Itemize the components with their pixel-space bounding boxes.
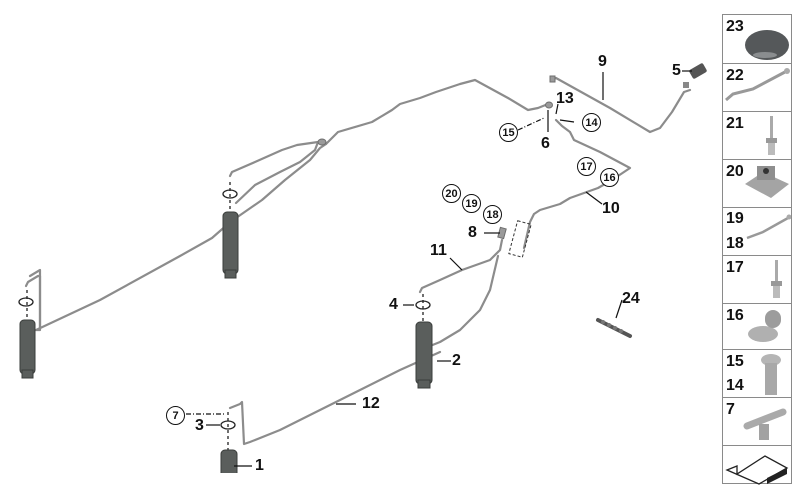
rivet-icon [771,260,782,298]
part-cell-15-14[interactable]: 15 14 [723,350,791,398]
part-number: 20 [726,163,744,180]
part-cell-16[interactable]: 16 [723,304,791,350]
o-ring [18,297,34,307]
pipe-connector [549,75,556,83]
callout-circle-14: 14 [582,113,601,132]
part-cell-19-18[interactable]: 19 18 [723,208,791,256]
part-number: 16 [726,307,744,324]
pipe-connector [545,101,553,109]
callout-1: 1 [255,457,264,474]
pipe-line-12 [228,350,442,446]
callout-11: 11 [430,242,447,259]
pipe-connector-8 [497,226,507,240]
screw-icon [761,354,781,395]
pipe-connector [317,138,327,146]
cap-icon [745,30,789,60]
damper-cylinder-2-icon [415,321,433,389]
part-number: 17 [726,259,744,276]
part-number: 21 [726,115,744,132]
callout-4: 4 [389,296,398,313]
parts-panel: 23 22 21 20 19 18 17 16 15 14 7 [722,14,792,486]
part-cell-17[interactable]: 17 [723,256,791,304]
callout-circle-17: 17 [577,157,596,176]
pipe-clamp-icon [748,310,781,342]
damper-cylinder-icon [19,319,36,379]
callout-circle-18: 18 [483,205,502,224]
t-connector-icon [743,408,787,440]
callout-6: 6 [541,135,550,152]
part-cell-21[interactable]: 21 [723,112,791,160]
part-number: 7 [726,401,735,418]
callout-9: 9 [598,53,607,70]
damper-cylinder-icon [222,211,239,279]
callout-24: 24 [622,290,640,307]
part-number: 19 [726,210,744,227]
connector-5-icon [683,63,707,88]
callout-3: 3 [195,417,204,434]
part-number: 18 [726,235,744,252]
part-cell-7[interactable]: 7 [723,398,791,446]
callout-5: 5 [672,62,681,79]
part-cell-23[interactable]: 23 [723,15,791,64]
callout-2: 2 [452,352,461,369]
nut-clip-icon [745,166,789,198]
callout-circle-7: 7 [166,406,185,425]
callout-13: 13 [556,90,574,107]
cable-tie-icon [725,68,790,102]
callout-circle-15: 15 [499,123,518,142]
callout-circle-19: 19 [462,194,481,213]
part-number: 14 [726,377,744,394]
cable-tie-icon [746,214,791,240]
callout-circle-16: 16 [600,168,619,187]
part-cell-20[interactable]: 20 [723,160,791,208]
rivet-icon [766,116,777,155]
dashed-box [508,220,532,258]
part-number: 22 [726,67,744,84]
part-number: 23 [726,18,744,35]
pipe-line-9 [550,76,692,134]
part-cell-22[interactable]: 22 [723,64,791,112]
callout-8: 8 [468,224,477,241]
part-cell-kit[interactable] [723,446,791,486]
damper-cylinder-1-icon [220,449,238,473]
kit-box-icon [725,455,789,485]
callout-10: 10 [602,200,620,217]
callout-12: 12 [362,395,380,412]
callout-circle-20: 20 [442,184,461,203]
part-number: 15 [726,353,744,370]
